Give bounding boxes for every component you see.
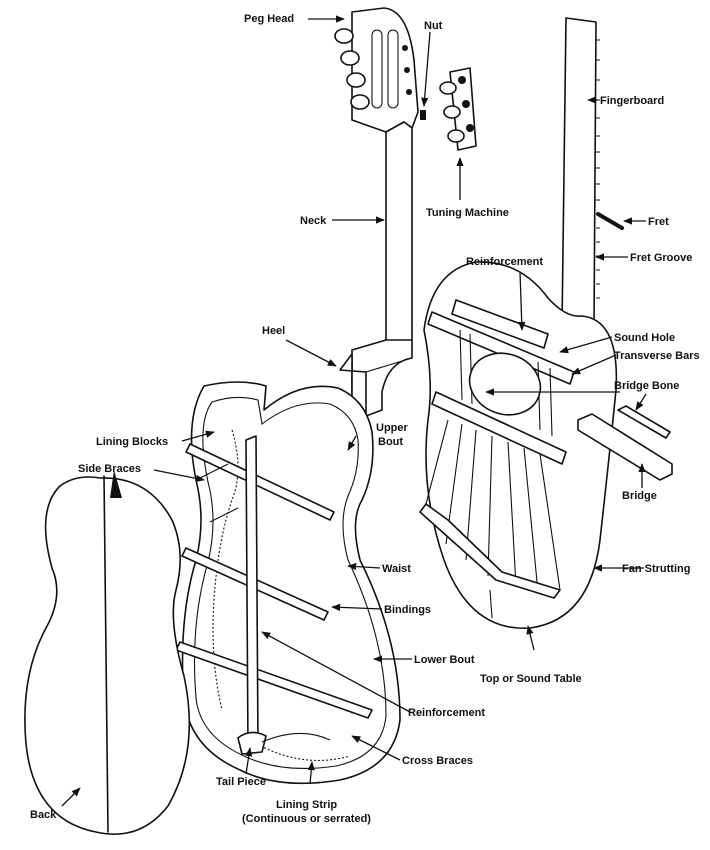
label-lining-blocks: Lining Blocks	[96, 436, 168, 448]
neck-shaft	[386, 122, 412, 348]
sound-table-shape	[420, 262, 616, 628]
label-transverse-bars: Transverse Bars	[614, 350, 700, 362]
label-lining-strip-line1: Lining Strip	[276, 799, 337, 811]
label-reinforcement-top: Reinforcement	[466, 256, 543, 268]
label-reinforcement-bottom: Reinforcement	[408, 707, 485, 719]
label-peg-head: Peg Head	[244, 13, 294, 25]
label-sound-hole: Sound Hole	[614, 332, 675, 344]
label-fret: Fret	[648, 216, 669, 228]
label-bridge-bone: Bridge Bone	[614, 380, 679, 392]
label-side-braces: Side Braces	[78, 463, 141, 475]
bridge-bone-shape	[618, 406, 670, 438]
tuning-machine-shape	[440, 68, 476, 150]
label-lining-strip-line2: (Continuous or serrated)	[242, 813, 371, 825]
nut-shape	[420, 110, 426, 120]
label-lower-bout: Lower Bout	[414, 654, 475, 666]
label-upper-bout-line2: Bout	[378, 436, 403, 448]
label-bridge: Bridge	[622, 490, 657, 502]
label-fan-strutting: Fan Strutting	[622, 563, 690, 575]
label-tail-piece: Tail Piece	[216, 776, 266, 788]
guitar-sides-shape	[176, 382, 400, 783]
label-top-sound-table: Top or Sound Table	[480, 673, 582, 685]
fingerboard-shape	[562, 18, 600, 331]
label-neck: Neck	[300, 215, 327, 227]
label-waist: Waist	[382, 563, 411, 575]
label-back: Back	[30, 809, 57, 821]
label-cross-braces: Cross Braces	[402, 755, 473, 767]
label-upper-bout-line1: Upper	[376, 422, 409, 434]
label-fret-groove: Fret Groove	[630, 252, 692, 264]
label-tuning-machine: Tuning Machine	[426, 207, 509, 219]
label-nut: Nut	[424, 20, 443, 32]
guitar-back-shape	[25, 470, 189, 834]
label-heel: Heel	[262, 325, 285, 337]
label-fingerboard: Fingerboard	[600, 95, 664, 107]
fret-shape	[598, 214, 622, 228]
label-bindings: Bindings	[384, 604, 431, 616]
neck-assembly	[335, 8, 426, 416]
